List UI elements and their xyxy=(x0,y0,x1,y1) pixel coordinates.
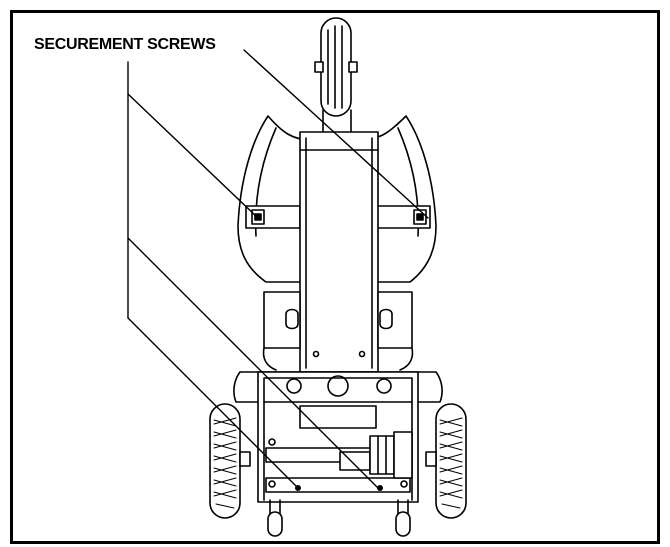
rear-wheel-left xyxy=(209,403,251,519)
motor-housing xyxy=(339,431,413,479)
rear-frame xyxy=(233,371,443,503)
lower-brackets xyxy=(262,291,414,371)
bracket-right xyxy=(375,205,431,229)
bracket-left xyxy=(245,205,301,229)
center-column xyxy=(299,131,379,373)
anti-tip-casters xyxy=(267,499,411,537)
rear-wheel-right xyxy=(425,403,467,519)
tiller-wheel xyxy=(314,17,358,133)
callout-leader-lines xyxy=(127,49,429,489)
securement-screws-label: SECUREMENT SCREWS xyxy=(34,36,216,53)
